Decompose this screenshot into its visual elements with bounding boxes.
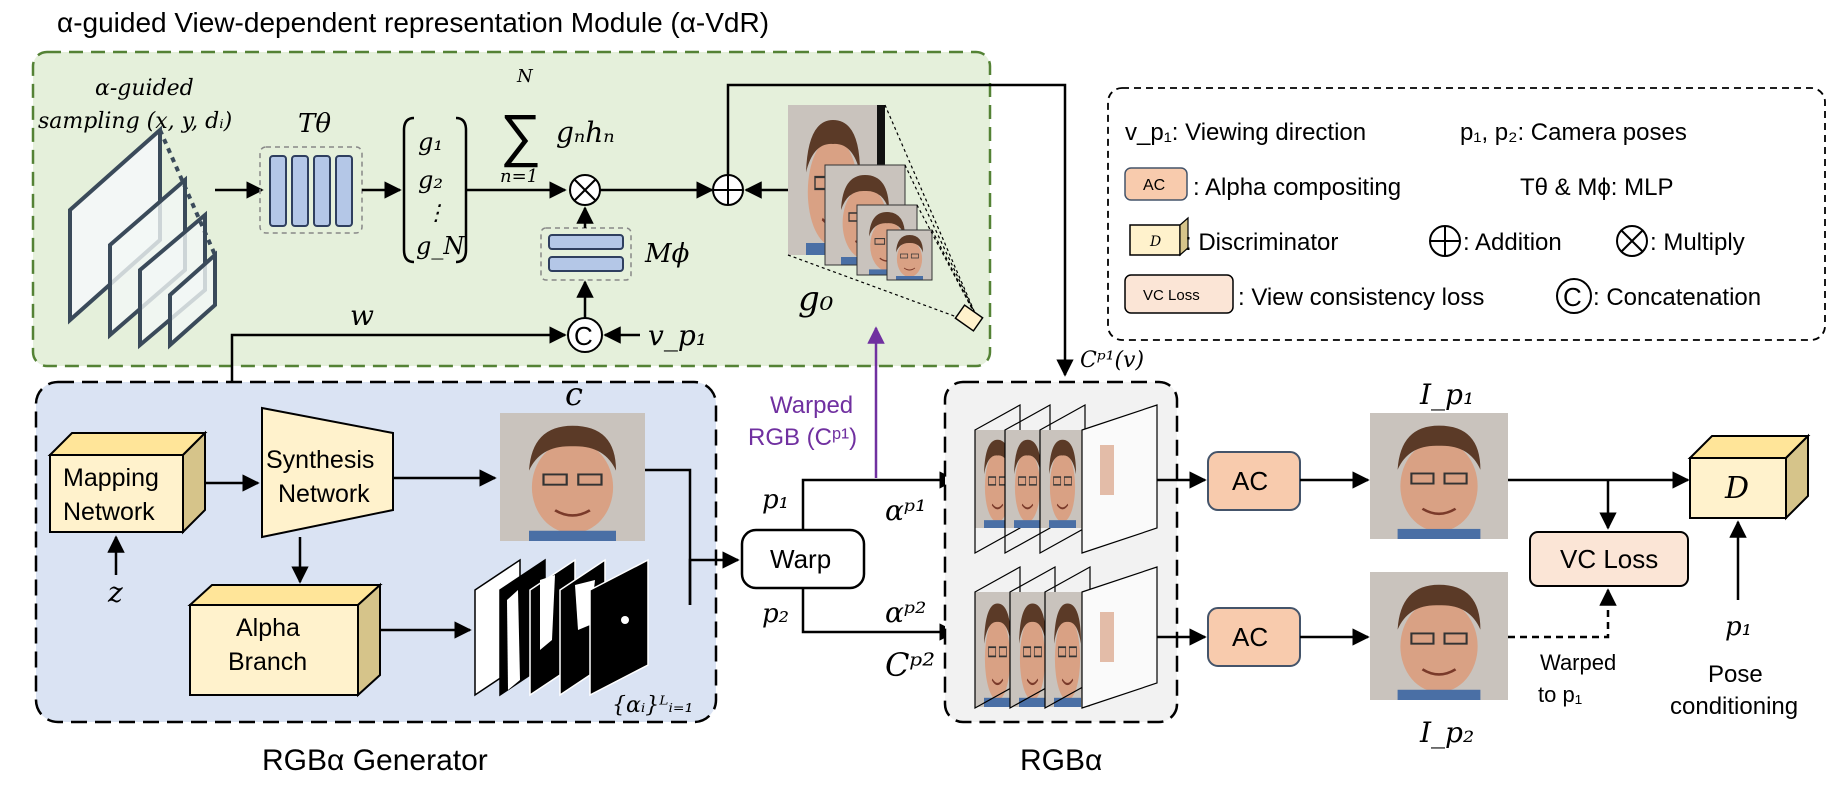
g-dots: ⋮ <box>425 201 447 226</box>
camera-icon <box>954 304 984 332</box>
sum-top: N <box>516 66 534 87</box>
concat-icon: C <box>567 317 603 353</box>
multiply-icon <box>569 174 601 206</box>
legend-ac-chip <box>1124 167 1188 201</box>
synthesis-label-1: Synthesis <box>266 446 374 474</box>
t-theta-label: Tθ <box>298 109 331 139</box>
svg-text:C: C <box>574 321 593 351</box>
alpha-branch-label-1: Alpha <box>236 614 300 642</box>
legend-addition: : Addition <box>1463 229 1562 256</box>
gN: g_N <box>416 232 465 260</box>
legend-concatenation: : Concatenation <box>1593 284 1761 311</box>
mapping-label-1: Mapping <box>63 464 159 492</box>
g2: g₂ <box>418 166 443 194</box>
legend-d-chip-label: D <box>1149 234 1161 250</box>
sampling-planes <box>68 125 217 350</box>
sum-term: gₙhₙ <box>556 116 615 149</box>
pose-label-2: conditioning <box>1670 693 1798 720</box>
c-label: c <box>565 375 583 413</box>
discriminator-block <box>1687 433 1811 521</box>
legend-viewing-direction: v_p₁: Viewing direction <box>1125 119 1366 146</box>
legend-d-chip <box>1129 224 1181 256</box>
legend-multiply-icon <box>1616 225 1648 257</box>
w-label: w <box>350 299 374 332</box>
rgba-title: RGBα <box>1020 744 1102 777</box>
vdr-module-box <box>31 50 992 368</box>
I-p1-label: I_p₁ <box>1419 378 1474 411</box>
output-face-p2 <box>1368 570 1510 702</box>
legend-vc-chip <box>1124 274 1234 314</box>
pose-label-1: Pose <box>1708 661 1763 688</box>
alphas-label: {αᵢ}ᴸᵢ₌₁ <box>612 693 693 718</box>
discriminator-label: D <box>1724 471 1749 506</box>
ac-bottom-label: AC <box>1232 622 1268 652</box>
legend-vc-loss: : View consistency loss <box>1238 284 1484 311</box>
warp-label: Warp <box>770 544 831 574</box>
warped-to-label-2: to p₁ <box>1538 682 1582 707</box>
g0-face-stack <box>786 103 979 321</box>
synthesis-label-2: Network <box>278 480 370 508</box>
generator-face-image <box>498 411 647 543</box>
legend-ac-chip-label: AC <box>1143 177 1165 194</box>
c-p1-v-label: Cᵖ¹(v) <box>1080 348 1144 373</box>
module-title: α-guided View-dependent representation M… <box>57 7 769 38</box>
alpha-maps-stack <box>474 558 649 697</box>
legend-camera-poses: p₁, p₂: Camera poses <box>1460 119 1687 146</box>
legend-addition-icon <box>1429 225 1461 257</box>
m-phi-label: Mϕ <box>644 239 690 269</box>
warp-p2: p₂ <box>762 599 789 629</box>
alpha-branch-block <box>187 582 383 698</box>
legend-mlp: Tθ & Mϕ: MLP <box>1520 174 1673 201</box>
vc-loss-label: VC Loss <box>1560 544 1658 574</box>
mapping-label-2: Network <box>63 498 155 526</box>
addition-icon <box>712 174 744 206</box>
sum-symbol: ∑ <box>500 103 541 168</box>
v-p1-label: v_p₁ <box>648 319 707 352</box>
g-vector: g₁ g₂ ⋮ g_N <box>402 116 468 264</box>
sampling-label-2: sampling (x, y, dᵢ) <box>38 109 232 134</box>
c-p2-label: Cᵖ² <box>885 646 935 684</box>
warped-to-label-1: Warped <box>1540 650 1616 675</box>
I-p2-label: I_p₂ <box>1419 716 1474 749</box>
legend-vc-chip-label: VC Loss <box>1143 287 1200 304</box>
generator-title: RGBα Generator <box>262 744 488 777</box>
legend-concat-icon: C <box>1556 278 1592 314</box>
z-label: z <box>107 576 123 609</box>
alpha-p2-label: αᵖ² <box>885 596 926 629</box>
mapping-network-block <box>47 430 208 535</box>
rgba-top-stack <box>974 403 1158 555</box>
legend-multiply: : Multiply <box>1650 229 1745 256</box>
legend-alpha-compositing: : Alpha compositing <box>1193 174 1401 201</box>
warped-rgb-label-2: RGB (Cᵖ¹) <box>748 424 857 451</box>
legend-concat-symbol: C <box>1563 282 1582 312</box>
synthesis-network-block <box>261 406 394 539</box>
legend-box <box>1107 87 1826 341</box>
p1-cond-label: p₁ <box>1725 612 1752 642</box>
vc-loss-block <box>1529 531 1689 587</box>
sampling-label-1: α-guided <box>95 76 194 101</box>
rgba-bottom-stack <box>973 565 1158 710</box>
alpha-branch-label-2: Branch <box>228 648 307 676</box>
g0-label: g₀ <box>798 279 834 319</box>
output-face-p1 <box>1368 411 1510 541</box>
warp-p1: p₁ <box>762 485 789 515</box>
sum-bottom: n=1 <box>500 166 538 187</box>
legend-discriminator: : Discriminator <box>1185 229 1338 256</box>
alpha-p1-label: αᵖ¹ <box>885 494 926 527</box>
ac-top-label: AC <box>1232 466 1268 496</box>
g1: g₁ <box>418 128 443 156</box>
warped-rgb-label-1: Warped <box>770 392 853 419</box>
